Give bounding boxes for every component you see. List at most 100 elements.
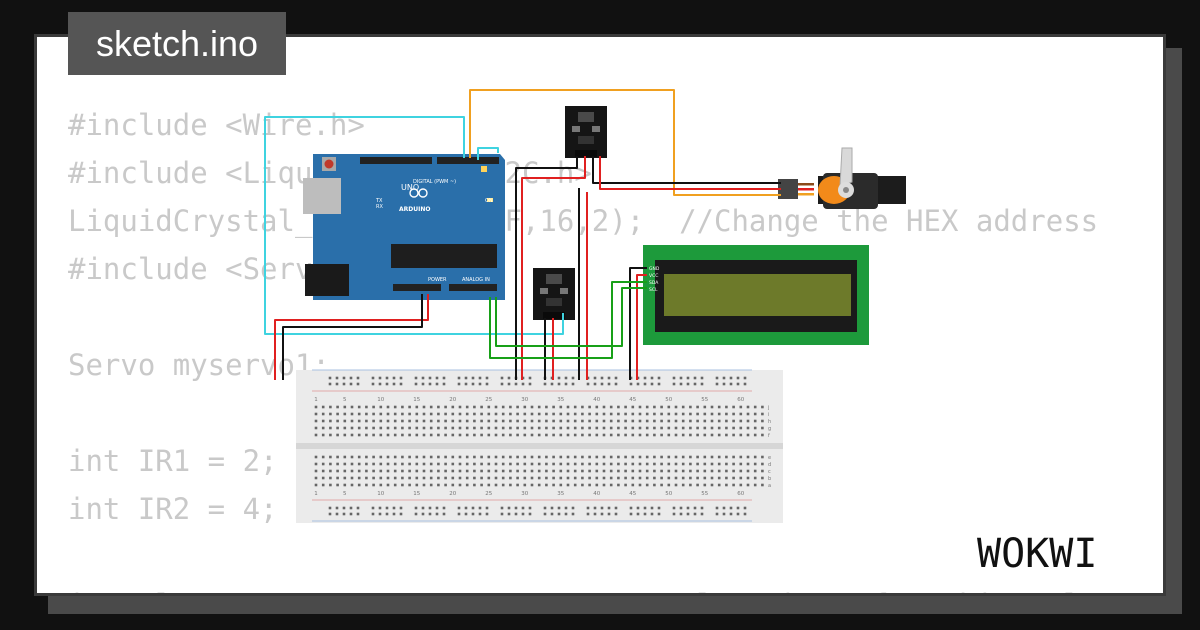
breadboard-hole: [703, 483, 707, 487]
breadboard-hole: [566, 405, 570, 409]
breadboard-hole: [507, 506, 511, 510]
breadboard-hole: [746, 412, 750, 416]
breadboard-hole: [336, 426, 339, 430]
breadboard-hole: [732, 469, 735, 473]
breadboard-hole: [681, 476, 685, 480]
breadboard-hole: [689, 419, 692, 423]
breadboard-hole: [746, 469, 750, 473]
breadboard-hole: [350, 426, 354, 430]
breadboard-hole: [703, 469, 707, 473]
breadboard-hole: [650, 512, 654, 516]
breadboard-hole: [321, 419, 325, 423]
breadboard-hole: [465, 483, 469, 487]
breadboard-hole: [696, 426, 699, 430]
breadboard-hole: [385, 512, 389, 516]
breadboard-hole: [336, 469, 339, 473]
breadboard-hole: [715, 382, 719, 386]
breadboard-hole: [401, 462, 404, 466]
breadboard-hole: [435, 376, 439, 380]
breadboard-hole: [487, 455, 491, 459]
breadboard-hole: [732, 419, 735, 423]
breadboard-hole: [674, 405, 678, 409]
breadboard-hole: [753, 412, 757, 416]
breadboard-hole: [722, 506, 726, 510]
breadboard-hole: [422, 426, 426, 430]
breadboard-hole: [321, 476, 325, 480]
board-brand-label: ARDUINO: [399, 206, 430, 213]
breadboard-hole: [725, 426, 728, 430]
breadboard-hole: [629, 382, 633, 386]
breadboard-hole: [631, 405, 635, 409]
sketch-filename-tab[interactable]: sketch.ino: [68, 12, 286, 75]
breadboard-hole: [408, 462, 411, 466]
breadboard-hole: [689, 483, 692, 487]
breadboard-hole: [588, 419, 591, 423]
breadboard-hole: [386, 455, 390, 459]
breadboard-hole: [480, 462, 483, 466]
breadboard-hole: [636, 382, 640, 386]
breadboard-hole: [408, 426, 411, 430]
breadboard-hole: [530, 462, 534, 466]
breadboard-hole: [321, 426, 325, 430]
breadboard-hole: [343, 483, 347, 487]
breadboard-hole: [717, 455, 721, 459]
breadboard-hole: [689, 433, 692, 437]
breadboard-hole: [681, 433, 685, 437]
atmega-chip: [391, 244, 497, 268]
breadboard-hole: [573, 476, 577, 480]
breadboard-hole: [571, 382, 575, 386]
breadboard-hole: [435, 512, 439, 516]
breadboard-hole: [465, 462, 469, 466]
breadboard-hole: [595, 476, 599, 480]
breadboard-hole: [689, 405, 692, 409]
breadboard-hole: [415, 462, 419, 466]
breadboard-hole: [457, 512, 461, 516]
breadboard-hole: [729, 506, 733, 510]
breadboard-hole: [487, 426, 491, 430]
breadboard-hole: [703, 476, 707, 480]
breadboard-column-number: 20: [449, 491, 456, 497]
breadboard-column-number: 60: [737, 491, 744, 497]
breadboard-hole: [722, 376, 726, 380]
breadboard-hole: [543, 382, 547, 386]
breadboard-hole: [672, 376, 676, 380]
breadboard-hole: [372, 426, 375, 430]
breadboard-hole: [415, 426, 419, 430]
breadboard-hole: [557, 376, 561, 380]
breadboard-hole: [444, 419, 447, 423]
breadboard-hole: [473, 405, 476, 409]
pin13-led: [481, 166, 487, 172]
breadboard-hole: [636, 506, 640, 510]
breadboard-hole: [679, 512, 683, 516]
breadboard-hole: [588, 412, 591, 416]
breadboard-hole: [743, 376, 747, 380]
breadboard-hole: [624, 483, 627, 487]
breadboard-hole: [422, 469, 426, 473]
breadboard-hole: [725, 412, 728, 416]
breadboard-hole: [350, 412, 354, 416]
breadboard-hole: [595, 462, 599, 466]
breadboard-hole: [710, 433, 714, 437]
breadboard-hole: [501, 412, 505, 416]
breadboard-hole: [552, 462, 555, 466]
breadboard-hole: [566, 455, 570, 459]
rx-label: RX: [376, 204, 383, 210]
breadboard-hole: [609, 433, 613, 437]
servo-connector: [778, 179, 798, 199]
breadboard-hole: [350, 419, 354, 423]
breadboard-hole: [753, 433, 757, 437]
breadboard-hole: [451, 426, 455, 430]
breadboard-hole: [717, 419, 721, 423]
breadboard-hole: [343, 476, 347, 480]
breadboard-hole: [624, 419, 627, 423]
breadboard-hole: [509, 469, 512, 473]
breadboard-hole: [465, 433, 469, 437]
breadboard-hole: [609, 469, 613, 473]
breadboard-hole: [732, 483, 735, 487]
breadboard-hole: [530, 483, 534, 487]
breadboard-hole: [564, 382, 568, 386]
breadboard-hole: [717, 405, 721, 409]
breadboard-hole: [408, 469, 411, 473]
breadboard-hole: [458, 476, 462, 480]
